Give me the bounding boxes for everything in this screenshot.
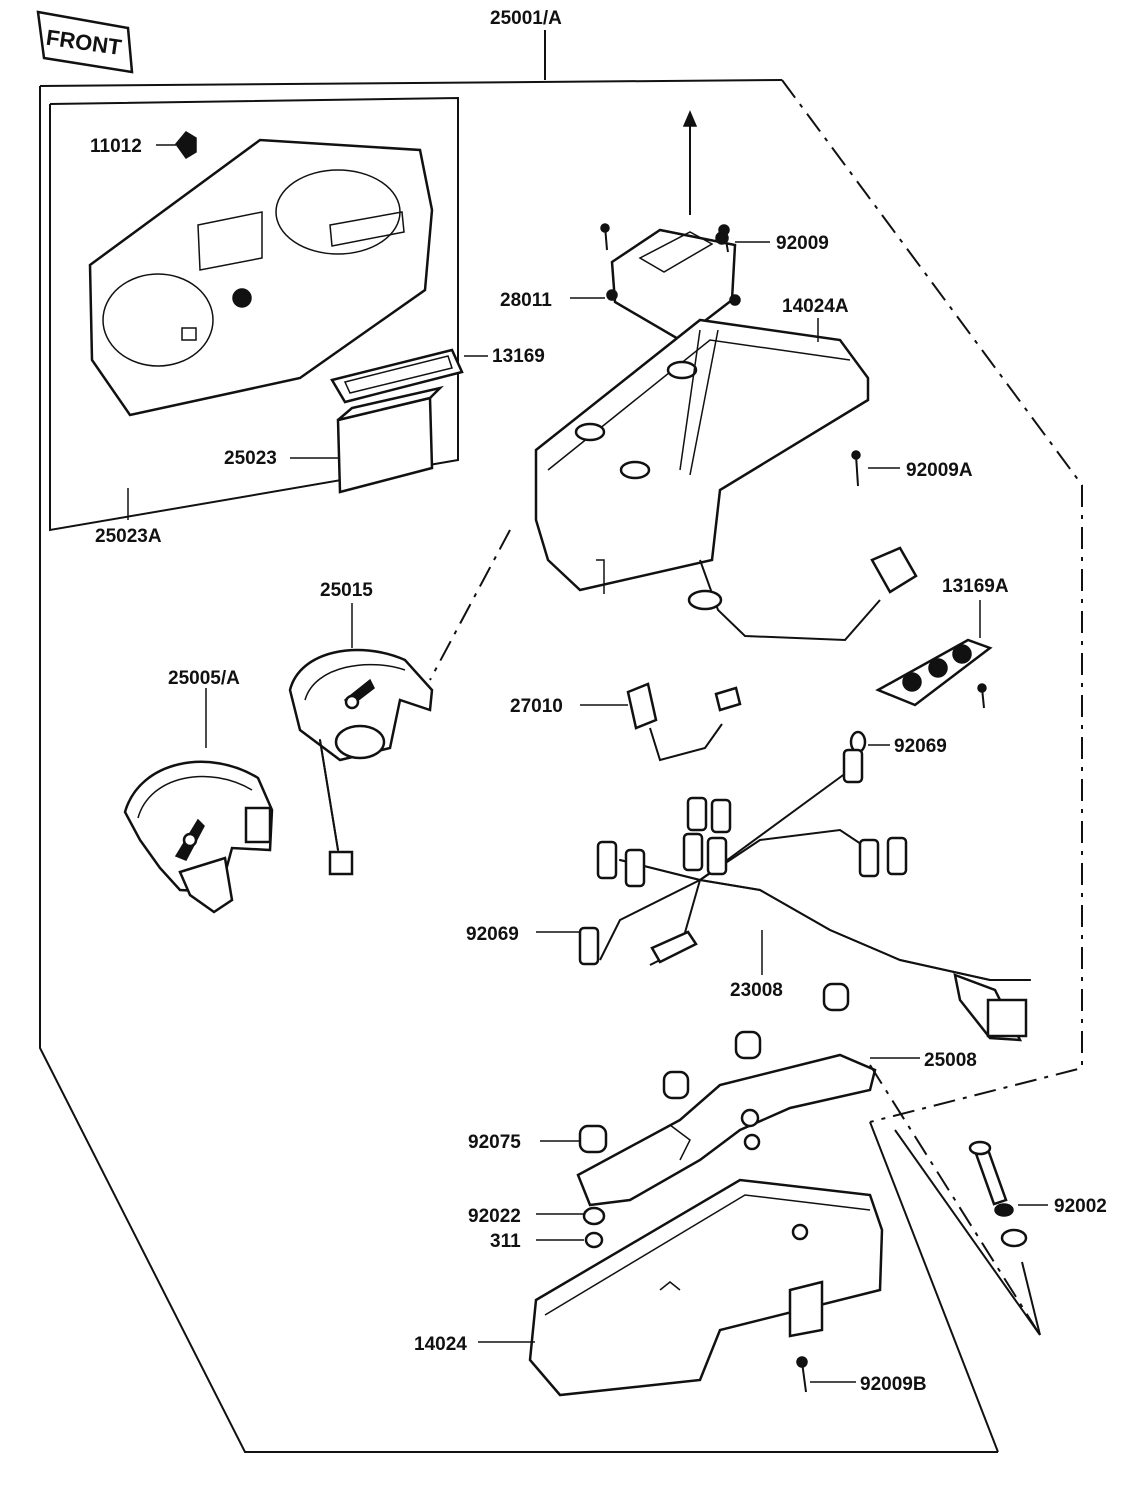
label-92002: 92002 — [1054, 1196, 1107, 1217]
washers-92022-311 — [582, 1206, 606, 1249]
label-92075: 92075 — [468, 1132, 521, 1153]
part-labels: 25001/A 11012 13169 25023 25023A 92009 2… — [90, 8, 1107, 1395]
housing-cable — [687, 546, 918, 642]
gauge-25015 — [288, 648, 434, 876]
guide-lines — [429, 529, 1041, 1336]
harness-23008 — [578, 748, 1031, 1042]
bracket-25008 — [576, 1053, 877, 1207]
label-28011: 28011 — [500, 290, 552, 311]
assembly-outline — [39, 30, 1083, 1453]
gasket-13169 — [330, 348, 464, 404]
screw-92009A — [851, 450, 861, 487]
screw-92009-left — [600, 223, 610, 251]
switch-27010 — [626, 682, 742, 762]
housing-14024A — [534, 318, 870, 594]
label-25008: 25008 — [924, 1050, 977, 1071]
front-badge: FRONT — [36, 10, 134, 74]
label-25005A: 25005/A — [168, 668, 240, 689]
gauge-25005A — [123, 760, 274, 914]
grommets — [578, 982, 850, 1154]
label-14024: 14024 — [414, 1334, 467, 1355]
leader-lines — [127, 144, 1048, 1383]
bracket-13169A — [875, 638, 993, 709]
label-25023A: 25023A — [95, 526, 162, 547]
indicator-unit-28011 — [606, 228, 741, 342]
cap-11012 — [175, 131, 197, 159]
label-92009B: 92009B — [860, 1374, 927, 1395]
label-27010: 27010 — [510, 696, 563, 717]
label-23008: 23008 — [730, 980, 783, 1001]
label-92009A: 92009A — [906, 460, 973, 481]
block-25023 — [336, 385, 444, 494]
label-13169: 13169 — [492, 346, 545, 367]
bulb-sockets — [578, 748, 908, 966]
meter-case-box — [49, 96, 459, 532]
label-11012: 11012 — [90, 136, 142, 157]
lower-case-14024 — [528, 1178, 884, 1397]
label-92069-top: 92069 — [894, 736, 947, 757]
label-25001A: 25001/A — [490, 8, 562, 29]
meter-cover — [88, 138, 434, 417]
label-92022: 92022 — [468, 1206, 521, 1227]
label-13169A: 13169A — [942, 576, 1009, 597]
screw-92009-right — [718, 224, 730, 253]
label-14024A: 14024A — [782, 296, 849, 317]
label-25015: 25015 — [320, 580, 373, 601]
label-25023: 25023 — [224, 448, 277, 469]
label-311: 311 — [490, 1231, 521, 1252]
bolt-92002 — [894, 1129, 1041, 1336]
label-92069-bottom: 92069 — [466, 924, 519, 945]
label-92009: 92009 — [776, 233, 829, 254]
screw-92009B — [796, 1356, 808, 1393]
